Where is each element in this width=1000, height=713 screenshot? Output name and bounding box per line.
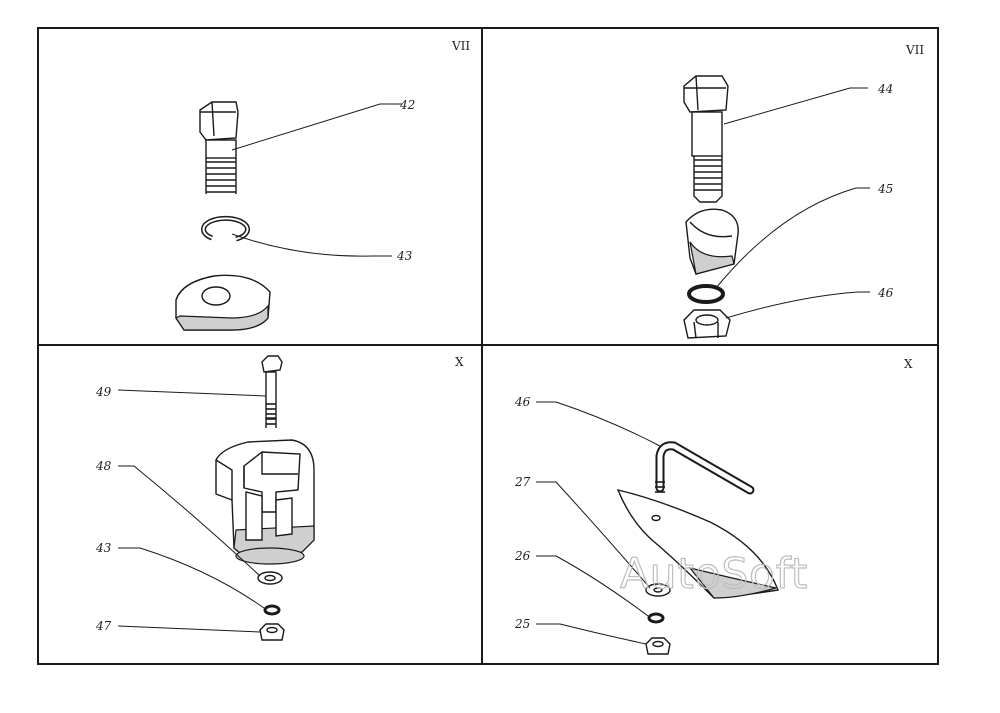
label-46b: 46 bbox=[514, 395, 531, 409]
label-45: 45 bbox=[877, 182, 893, 196]
lock-ring-part bbox=[201, 215, 250, 242]
label-47: 47 bbox=[95, 619, 112, 633]
panel-bottom-right-roman: X bbox=[904, 357, 913, 371]
label-43b: 43 bbox=[95, 541, 112, 555]
panel-top-left-roman: VII bbox=[451, 39, 470, 53]
label-49: 49 bbox=[95, 385, 112, 399]
leader-49 bbox=[117, 389, 267, 397]
leader-46b bbox=[536, 401, 661, 447]
cam-washer-part bbox=[175, 274, 271, 331]
label-43: 43 bbox=[396, 249, 413, 263]
washer-27-part bbox=[645, 583, 671, 597]
spring-washer-26-part bbox=[647, 612, 665, 624]
label-25: 25 bbox=[514, 617, 530, 631]
autosoft-watermark: AutoSoft bbox=[620, 549, 808, 598]
leader-43b bbox=[118, 547, 265, 609]
small-nut-part bbox=[259, 623, 285, 641]
thin-bolt-part bbox=[261, 355, 283, 428]
leader-42 bbox=[231, 103, 402, 151]
leader-47 bbox=[117, 625, 261, 633]
washer-part bbox=[687, 284, 725, 304]
leader-25 bbox=[536, 623, 647, 645]
label-27: 27 bbox=[514, 475, 531, 489]
label-44: 44 bbox=[877, 82, 893, 96]
leader-45 bbox=[715, 187, 870, 289]
label-48: 48 bbox=[95, 459, 112, 473]
leader-26 bbox=[536, 555, 649, 617]
label-42: 42 bbox=[399, 98, 415, 112]
leader-27 bbox=[536, 481, 651, 589]
panel-bottom-left: X bbox=[95, 355, 464, 641]
panel-bottom-left-roman: X bbox=[455, 355, 464, 369]
panel-bottom-right: X 46 27 26 bbox=[514, 357, 913, 655]
panel-top-left: VII 42 43 bbox=[175, 39, 470, 331]
bolt-part bbox=[199, 101, 239, 194]
curved-plate-part bbox=[616, 489, 779, 599]
panel-top-right-roman: VII bbox=[905, 43, 924, 57]
spring-washer-part bbox=[263, 604, 281, 616]
bracket-block-part bbox=[215, 439, 315, 565]
hook-bolt-part bbox=[655, 441, 755, 495]
leader-46 bbox=[725, 291, 870, 319]
leader-43 bbox=[231, 233, 392, 257]
nut-25-part bbox=[645, 637, 671, 655]
long-bolt-part bbox=[683, 75, 729, 203]
label-26: 26 bbox=[514, 549, 531, 563]
label-46: 46 bbox=[877, 286, 894, 300]
plate-washer-part bbox=[257, 571, 283, 585]
wedge-block-part bbox=[685, 208, 739, 275]
leader-48 bbox=[118, 465, 261, 577]
panel-top-right: VII bbox=[683, 43, 924, 339]
nut-part bbox=[683, 309, 731, 339]
leader-44 bbox=[723, 87, 868, 125]
